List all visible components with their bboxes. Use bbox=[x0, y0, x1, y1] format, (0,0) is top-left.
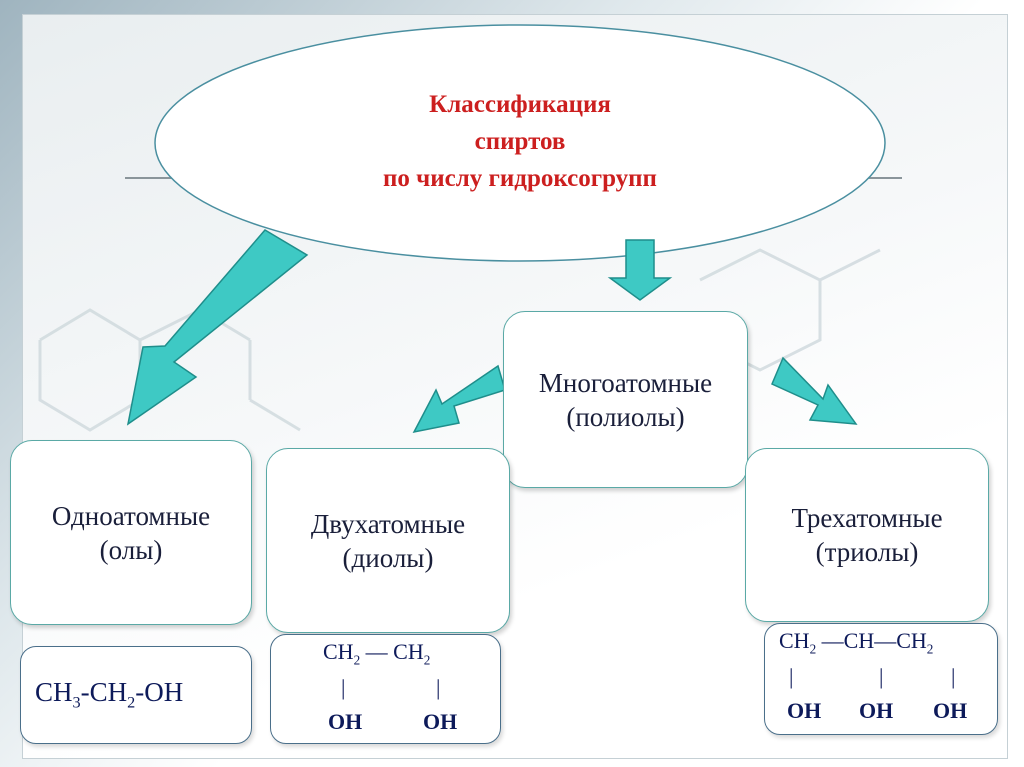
node-trihydric-line1: Трехатомные bbox=[791, 503, 943, 533]
node-monohydric: Одноатомные (олы) bbox=[10, 440, 252, 625]
triol-c2: CH bbox=[843, 628, 875, 653]
node-polyols: Многоатомные (полиолы) bbox=[503, 311, 748, 488]
arrow-to-polyols bbox=[607, 239, 673, 301]
title-ellipse bbox=[154, 24, 886, 262]
triol-carbons: CH2 —CH—CH2 bbox=[779, 628, 933, 657]
formula-mono-text: CH3-CH2-OH bbox=[35, 677, 183, 712]
triol-c1-sub: 2 bbox=[809, 641, 817, 657]
arrow-to-dihydric bbox=[412, 364, 506, 434]
mono-oh: -OH bbox=[135, 677, 184, 707]
arrow-to-monohydric bbox=[126, 229, 309, 426]
mono-ch3-c: CH bbox=[35, 677, 73, 707]
formula-diol: CH2 — CH2 | | OH OH bbox=[270, 634, 501, 744]
triol-bar-2: | bbox=[879, 664, 884, 689]
triol-oh-2: OH bbox=[859, 698, 894, 723]
triol-c1: CH bbox=[779, 628, 810, 653]
triol-bond-1: — bbox=[821, 628, 844, 653]
triol-c3-sub: 2 bbox=[926, 641, 934, 657]
diagram-title: Классификация спиртов по числу гидроксог… bbox=[300, 86, 740, 197]
diol-carbons: CH2 — CH2 bbox=[323, 639, 430, 668]
diol-oh-1: OH bbox=[328, 709, 363, 734]
node-monohydric-line2: (олы) bbox=[99, 534, 163, 565]
diol-bar-2: | bbox=[436, 675, 441, 700]
diol-bar-1: | bbox=[341, 675, 346, 700]
node-dihydric: Двухатомные (диолы) bbox=[266, 448, 510, 633]
triol-bar-3: | bbox=[951, 664, 956, 689]
node-polyols-line1: Многоатомные bbox=[538, 367, 713, 398]
diol-bond: — bbox=[365, 639, 388, 664]
mono-ch2-sub: 2 bbox=[127, 693, 136, 712]
node-trihydric: Трехатомные (триолы) bbox=[745, 448, 989, 622]
diol-c2: CH bbox=[393, 639, 424, 664]
diol-c1: CH bbox=[323, 639, 354, 664]
triol-bond-2: — bbox=[874, 628, 897, 653]
diol-oh-2: OH bbox=[423, 709, 458, 734]
triol-oh-1: OH bbox=[787, 698, 822, 723]
formula-monohydric: CH3-CH2-OH bbox=[20, 646, 252, 744]
diol-c1-sub: 2 bbox=[353, 652, 361, 668]
triol-bar-1: | bbox=[789, 664, 794, 689]
node-dihydric-line2: (диолы) bbox=[342, 542, 434, 573]
mono-ch3-sub: 3 bbox=[72, 693, 81, 712]
arrow-to-trihydric bbox=[771, 356, 858, 425]
triol-oh-3: OH bbox=[933, 698, 968, 723]
triol-c3: CH bbox=[896, 628, 927, 653]
title-line-3: по числу гидроксогрупп bbox=[383, 165, 657, 192]
node-dihydric-line1: Двухатомные bbox=[310, 508, 466, 539]
mono-ch2-c: -CH bbox=[80, 677, 128, 707]
diol-c2-sub: 2 bbox=[423, 652, 431, 668]
formula-triol: CH2 —CH—CH2 | | | OH OH OH bbox=[764, 623, 998, 735]
node-polyols-line2: (полиолы) bbox=[566, 401, 685, 432]
title-line-1: Классификация bbox=[429, 91, 611, 118]
node-trihydric-line2: (триолы) bbox=[815, 537, 919, 567]
title-line-2: спиртов bbox=[474, 128, 566, 155]
molecule-watermark bbox=[38, 248, 881, 432]
node-monohydric-line1: Одноатомные bbox=[51, 500, 211, 531]
